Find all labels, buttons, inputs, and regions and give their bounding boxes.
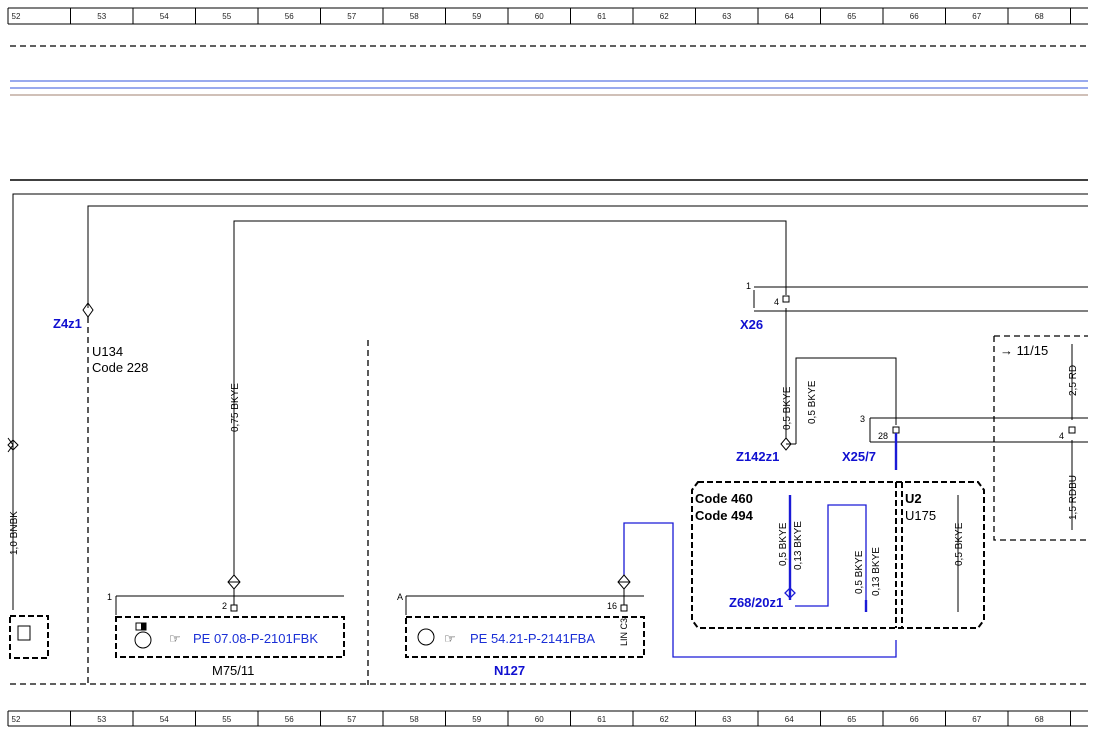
wire-bnbk-path [12, 193, 1088, 610]
u175-label: U175 [905, 508, 936, 523]
grid-column-number: 52 [12, 12, 21, 21]
code460-label: Code 460 [695, 491, 753, 506]
wire-label-05d: 0,5 BKYE [854, 550, 865, 594]
pin-label: 4 [774, 297, 779, 307]
pin-label: 16 [607, 601, 617, 611]
grid-column-number: 58 [410, 12, 419, 21]
grid-column-number: 68 [1035, 715, 1044, 724]
grid-column-number: 64 [785, 12, 794, 21]
transistor-icon [417, 628, 435, 646]
z4z1-label: Z4z1 [53, 316, 82, 331]
n127-reference-link[interactable]: PE 54.21-P-2141FBA [470, 631, 595, 646]
pin-label: 2 [222, 601, 227, 611]
wire-label-05c: 0,5 BKYE [778, 522, 789, 566]
motor-icon [134, 631, 152, 649]
grid-column-number: 67 [972, 715, 981, 724]
grid-column-number: 67 [972, 12, 981, 21]
grid-column-number: 55 [222, 715, 231, 724]
grid-column-number: 53 [97, 715, 106, 724]
grid-column-number: 60 [535, 715, 544, 724]
wire-label-15rdbu: 1,5 RDBU [1068, 475, 1079, 520]
grid-column-number: 59 [472, 715, 481, 724]
grid-column-number: 61 [597, 715, 606, 724]
m75-11-box [115, 616, 345, 658]
u134-label: U134 [92, 344, 123, 359]
grid-column-number: 57 [347, 715, 356, 724]
n127-box [405, 616, 645, 658]
z68-20z1-label: Z68/20z1 [729, 595, 783, 610]
z142z1-splice-icon [780, 437, 792, 451]
wire-label-05e: 0,5 BKYE [954, 522, 965, 566]
wire-z4z1 [87, 205, 1088, 308]
grid-column-number: 58 [410, 715, 419, 724]
grid-column-number: 53 [97, 12, 106, 21]
wire-label-05a: 0,5 BKYE [782, 386, 793, 430]
grid-column-number: 61 [597, 12, 606, 21]
x26-label: X26 [740, 317, 763, 332]
grid-column-number: 54 [160, 12, 169, 21]
code494-label: Code 494 [695, 508, 754, 523]
grid-column-number: 55 [222, 12, 231, 21]
top-grid-ruler: 525354555657585960616263646566676869 [7, 7, 1088, 25]
wire-label-075: 0,75 BKYE [230, 383, 241, 432]
grid-column-number: 63 [722, 12, 731, 21]
wire-label-bnbk: 1,0 BNBK [9, 511, 20, 555]
grid-column-number: 52 [12, 715, 21, 724]
pin-label: 1 [107, 592, 112, 602]
lin-bus-wire [623, 522, 897, 658]
wire-label-05b: 0,5 BKYE [807, 380, 818, 424]
wire-075 [233, 220, 787, 575]
wire-label-013a: 0,13 BKYE [793, 521, 804, 570]
x25-7-label: X25/7 [842, 449, 876, 464]
pin-label: 3 [860, 414, 865, 424]
ref-11-15-label: → 11/15 [1000, 343, 1048, 358]
grid-column-number: 65 [847, 12, 856, 21]
pin-label: A [397, 592, 403, 602]
lin-label: LIN C3 [619, 618, 629, 646]
grid-column-number: 63 [722, 715, 731, 724]
grid-column-number: 68 [1035, 12, 1044, 21]
x26-pin [782, 295, 790, 303]
code460-box [691, 481, 985, 629]
pin-label: 1 [746, 281, 751, 291]
grid-column-number: 56 [285, 715, 294, 724]
u2-label: U2 [905, 491, 922, 506]
code228-label: Code 228 [92, 360, 148, 375]
grid-column-number: 66 [910, 715, 919, 724]
bottom-grid-ruler: 525354555657585960616263646566676869 [7, 710, 1088, 727]
grid-column-number: 60 [535, 12, 544, 21]
grid-column-number: 66 [910, 12, 919, 21]
grid-column-number: 62 [660, 12, 669, 21]
wire-label-013b: 0,13 BKYE [871, 547, 882, 596]
pin-label: 28 [878, 431, 888, 441]
grid-column-number: 56 [285, 12, 294, 21]
m75-11-label: M75/11 [212, 663, 254, 678]
grid-column-number: 64 [785, 715, 794, 724]
grid-column-number: 65 [847, 715, 856, 724]
x25-7-pin [892, 426, 900, 434]
n127-label: N127 [494, 663, 525, 678]
pin-label: 4 [1059, 431, 1064, 441]
grid-column-number: 57 [347, 12, 356, 21]
hand-pointer-icon: ☞ [169, 631, 181, 646]
wire-label-25rd: 2,5 RD [1068, 365, 1079, 396]
m75-reference-link[interactable]: PE 07.08-P-2101FBK [193, 631, 318, 646]
z142z1-label: Z142z1 [736, 449, 779, 464]
hand-pointer-icon: ☞ [444, 631, 456, 646]
grid-column-number: 59 [472, 12, 481, 21]
grid-column-number: 62 [660, 715, 669, 724]
splice-left [7, 439, 19, 451]
grid-column-number: 54 [160, 715, 169, 724]
